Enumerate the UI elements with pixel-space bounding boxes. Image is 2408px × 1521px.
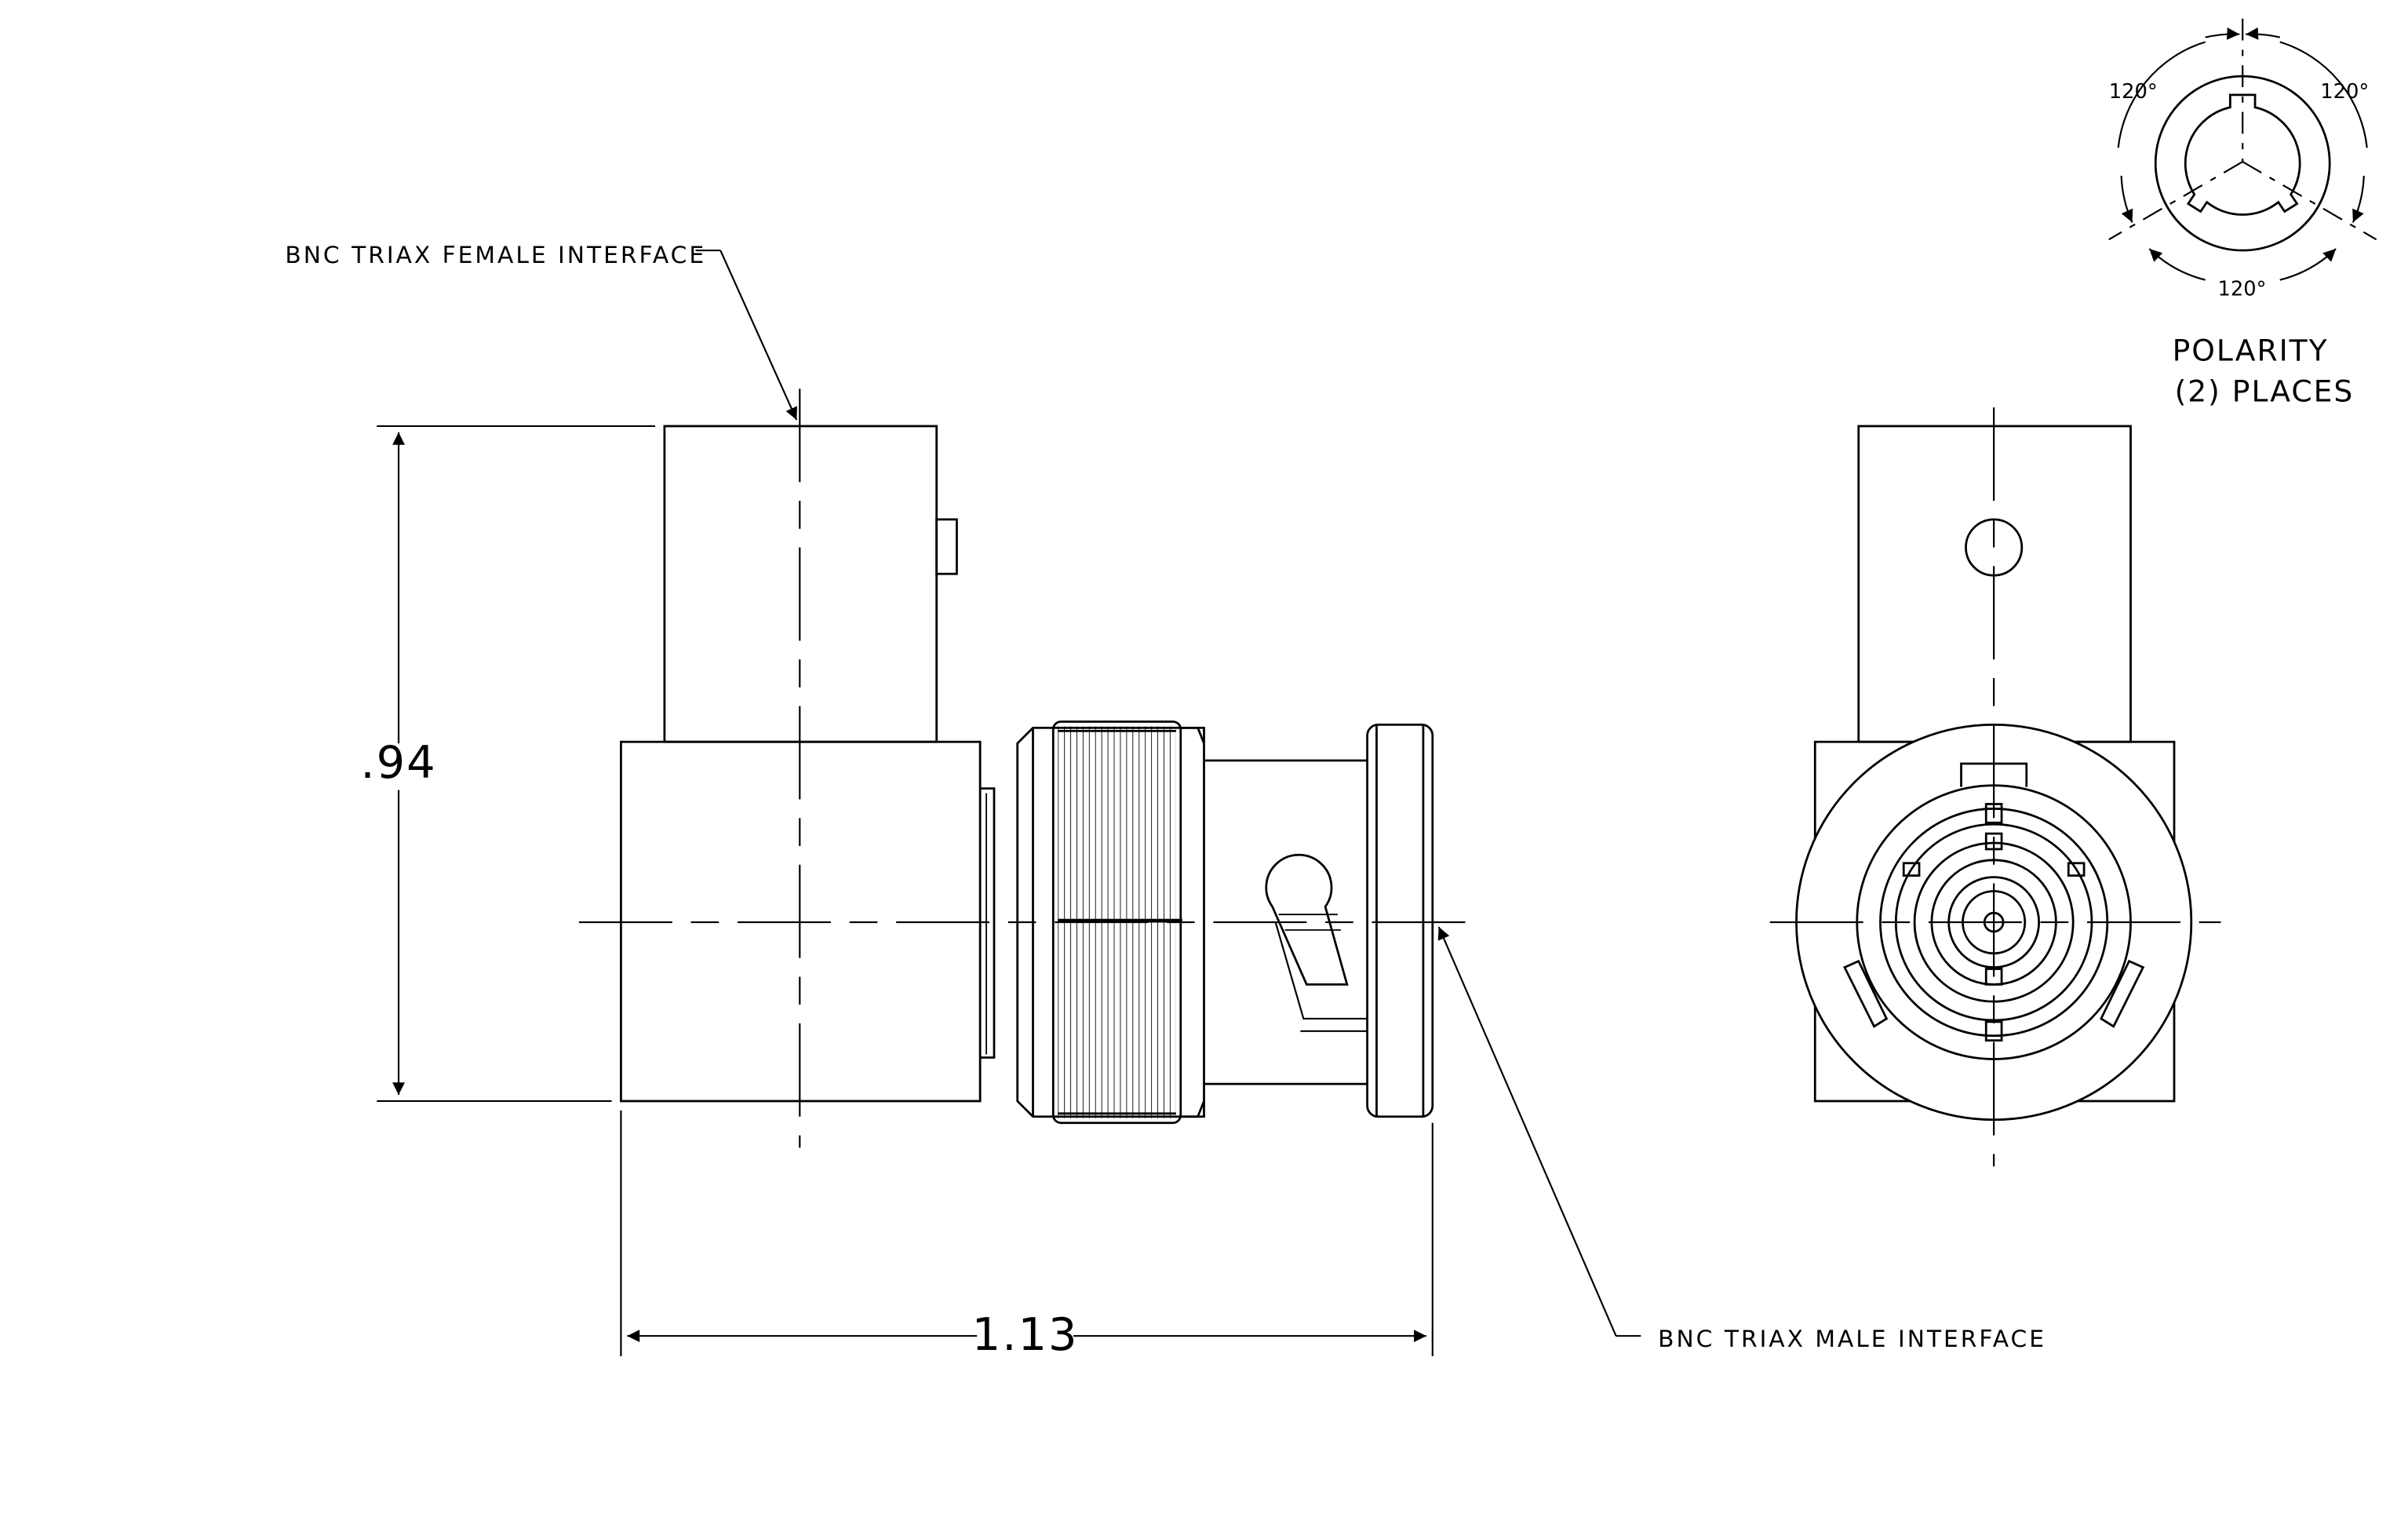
neck [980,787,996,1059]
male-interface-label: BNC TRIAX MALE INTERFACE [1658,1326,2046,1353]
male-interface-leader [1437,926,1641,1337]
side-view [620,425,1434,1125]
length-dimension-label: 1.13 [972,1308,1079,1361]
length-dimension [620,1110,1434,1356]
female-interface-label: BNC TRIAX FEMALE INTERFACE [285,242,706,269]
polarity-title: POLARITY [2173,334,2329,368]
angle-label-bottom: 120° [2218,278,2267,301]
male-barrel [1204,724,1434,1118]
height-dimension-label: .94 [360,736,436,789]
side-centerlines [578,388,1481,1148]
angle-label-upper-right: 120° [2320,80,2369,104]
polarity-subtitle: (2) PLACES [2175,374,2355,408]
polarity-tab [935,518,958,575]
polarity-key-profile [2184,93,2301,216]
angle-label-upper-left: 120° [2109,80,2158,104]
polarity-guides [2108,18,2377,241]
female-interface-leader [695,249,798,421]
height-dimension [377,425,655,1103]
front-centerlines [1769,407,2221,1167]
polarity-angle-arcs [2117,27,2368,281]
